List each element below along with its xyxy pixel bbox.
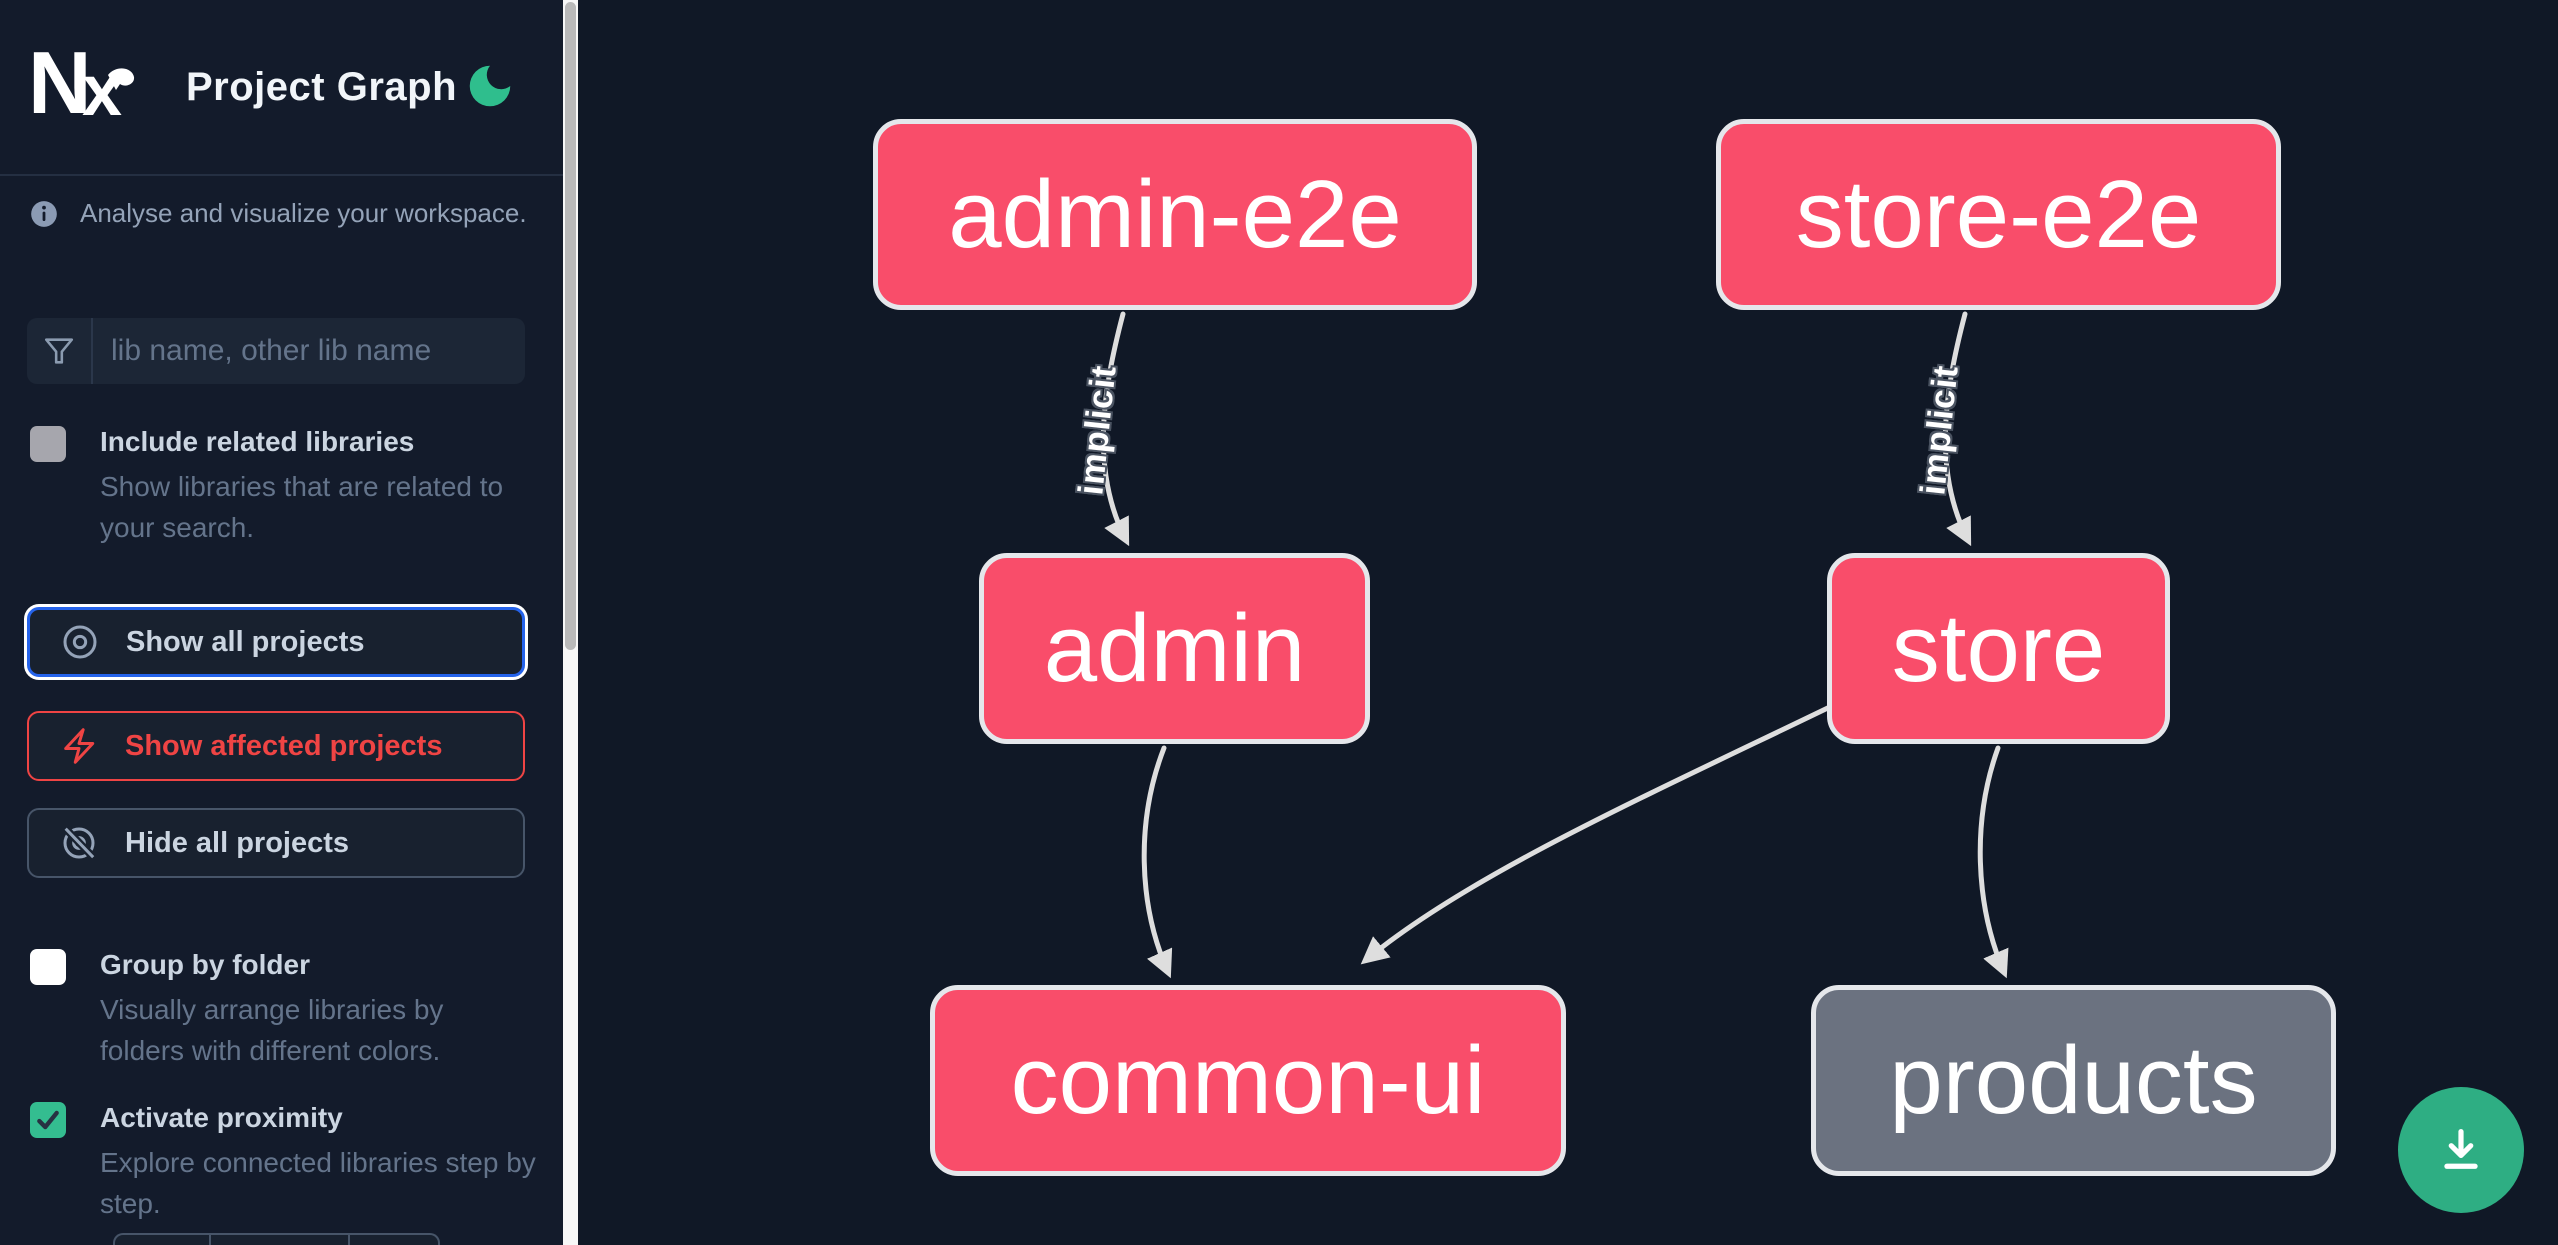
checkbox-description: Visually arrange libraries by folders wi… [100, 994, 444, 1066]
scrollbar-thumb[interactable] [565, 2, 576, 650]
node-label: admin [1043, 594, 1306, 702]
button-label: Show affected projects [125, 729, 443, 762]
activate-proximity-row: Activate proximity Explore connected lib… [30, 1100, 536, 1224]
filter-funnel-icon [27, 318, 93, 384]
tagline-text: Analyse and visualize your workspace. [80, 198, 527, 228]
button-label: Hide all projects [125, 826, 350, 859]
zoom-segmented-control[interactable] [113, 1233, 440, 1245]
show-affected-projects-button[interactable]: Show affected projects [27, 711, 525, 781]
page-title: Project Graph [186, 64, 458, 109]
check-icon [37, 1110, 59, 1130]
eye-off-icon [62, 826, 96, 860]
edge-admin-common-ui[interactable] [1141, 745, 1173, 979]
sidebar-scrollbar[interactable] [563, 0, 578, 1245]
bolt-icon [64, 728, 95, 764]
workspace-tagline: Analyse and visualize your workspace. [30, 198, 527, 229]
include-related-checkbox[interactable] [30, 426, 66, 462]
button-label: Show all projects [126, 625, 365, 658]
checkbox-label: Include related libraries [100, 426, 415, 457]
node-label: common-ui [1010, 1026, 1486, 1134]
search-input[interactable] [93, 318, 525, 384]
checkbox-description: Explore connected libraries step by step… [100, 1147, 536, 1219]
svg-text:x: x [82, 51, 122, 131]
graph-canvas[interactable]: implicit implicit admin-e2e store-e2e ad… [578, 0, 2558, 1245]
segment-button[interactable] [350, 1235, 438, 1245]
nx-logo: N x [30, 39, 135, 132]
moon-icon [469, 65, 511, 106]
show-all-projects-button[interactable]: Show all projects [27, 607, 525, 677]
segment-button[interactable] [115, 1235, 212, 1245]
info-icon [31, 200, 57, 227]
segment-button[interactable] [211, 1235, 350, 1245]
node-admin-e2e[interactable]: admin-e2e [873, 119, 1477, 310]
node-products[interactable]: products [1811, 985, 2336, 1176]
dependency-edges [1100, 311, 2009, 979]
node-label: products [1889, 1026, 2258, 1134]
checkbox-label: Group by folder [100, 949, 310, 980]
node-store[interactable]: store [1827, 553, 2170, 744]
sidebar-header: N x Project Graph [0, 0, 563, 176]
svg-text:N: N [30, 39, 92, 132]
group-by-folder-row: Group by folder Visually arrange librari… [30, 947, 520, 1071]
edge-store-e2e-store[interactable] [1942, 311, 1972, 547]
include-related-row: Include related libraries Show libraries… [30, 424, 520, 548]
theme-toggle-button[interactable] [461, 58, 519, 116]
edge-store-products[interactable] [1977, 745, 2009, 979]
group-by-folder-checkbox[interactable] [30, 949, 66, 985]
node-admin[interactable]: admin [979, 553, 1370, 744]
hide-all-projects-button[interactable]: Hide all projects [27, 808, 525, 878]
node-label: store [1891, 594, 2106, 702]
download-icon [2444, 1128, 2478, 1169]
sidebar: N x Project Graph Analyse and visualize … [0, 0, 563, 1245]
edge-admin-e2e-admin[interactable] [1100, 311, 1130, 547]
search-box [27, 318, 525, 384]
checkbox-description: Show libraries that are related to your … [100, 471, 504, 543]
checkbox-label: Activate proximity [100, 1102, 343, 1133]
download-graph-button[interactable] [2398, 1087, 2524, 1213]
node-label: admin-e2e [948, 160, 1402, 268]
node-common-ui[interactable]: common-ui [930, 985, 1566, 1176]
edge-store-common-ui[interactable] [1360, 701, 1839, 965]
node-label: store-e2e [1795, 160, 2202, 268]
activate-proximity-checkbox[interactable] [30, 1102, 66, 1138]
node-store-e2e[interactable]: store-e2e [1716, 119, 2281, 310]
eye-icon [63, 625, 97, 659]
